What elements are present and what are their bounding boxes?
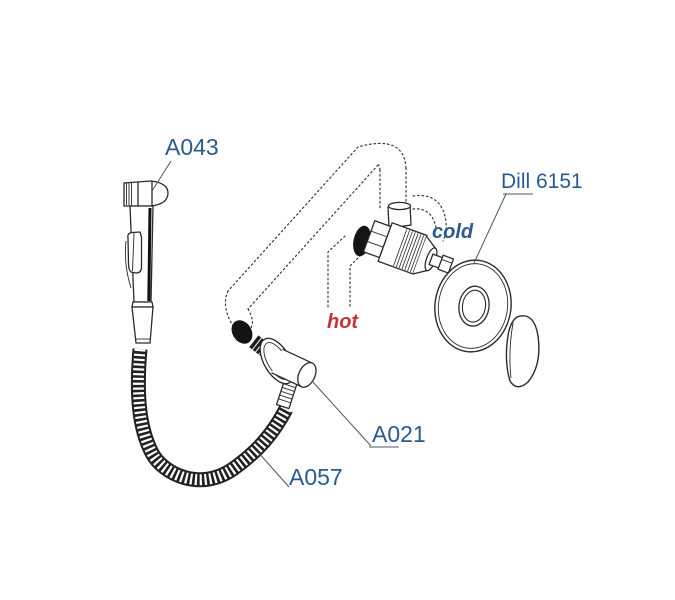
trim-plate-drawing [434,259,512,353]
part-label-dill-6151: Dill 6151 [501,170,583,193]
hidden-pipes-drawing [224,142,447,329]
valve-drawing [353,201,455,275]
part-label-a057: A057 [289,464,343,490]
hand-shower-drawing [123,180,169,344]
wall-elbow-drawing [231,320,317,410]
cold-water-label: cold [432,221,474,243]
hose-drawing [130,348,293,488]
part-label-a021: A021 [372,421,426,447]
part-label-a043: A043 [165,134,219,160]
hot-water-label: hot [327,311,359,333]
leader-lines [151,160,533,488]
lever-handle-drawing [505,315,540,388]
